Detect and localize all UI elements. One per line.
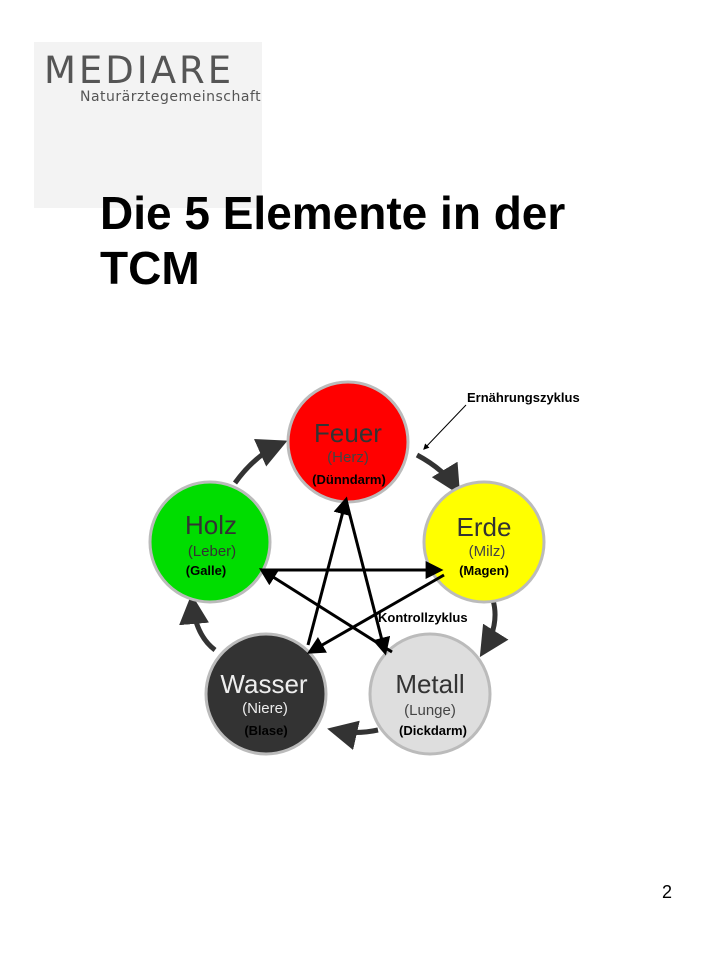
element-organ2-feuer: (Dünndarm) <box>312 472 386 487</box>
element-organ-feuer: (Herz) <box>327 449 369 466</box>
control-arrow-wasser-feuer <box>306 496 352 646</box>
page-number: 2 <box>662 882 673 902</box>
circle-metall <box>368 632 492 756</box>
control-arrow-feuer-metall <box>344 499 391 656</box>
cycle-arrow-holz-feuer <box>232 439 288 485</box>
logo-name: MEDIARE <box>44 49 235 92</box>
element-organ2-erde: (Magen) <box>459 563 509 578</box>
element-organ-metall: (Lunge) <box>404 702 456 719</box>
element-organ-holz: (Leber) <box>188 543 236 560</box>
circle-holz <box>148 480 272 604</box>
logo-background <box>34 42 262 208</box>
nourishing-cycle-pointer <box>423 404 467 450</box>
element-organ-erde: (Milz) <box>469 543 506 560</box>
control-cycle-label: Kontrollzyklus <box>378 610 468 625</box>
nourishing-cycle-label: Ernährungszyklus <box>467 390 580 405</box>
control-cycle-arrows <box>258 496 445 656</box>
control-arrow-erde-wasser <box>306 573 445 654</box>
element-organ-wasser: (Niere) <box>242 700 288 717</box>
element-organ2-holz: (Galle) <box>186 563 226 578</box>
nourishing-cycle-arrows <box>179 439 509 750</box>
element-organ2-wasser: (Blase) <box>244 723 287 738</box>
element-organ2-metall: (Dickdarm) <box>399 723 467 738</box>
element-name-metall: Metall <box>395 669 464 699</box>
cycle-arrow-feuer-erde <box>415 452 461 496</box>
element-name-erde: Erde <box>457 512 512 542</box>
page-title: Die 5 Elemente in der TCM <box>100 187 566 294</box>
logo-subtitle: Naturärztegemeinschaft <box>80 89 262 105</box>
element-name-holz: Holz <box>185 510 237 540</box>
circle-wasser <box>204 632 328 756</box>
element-name-feuer: Feuer <box>314 418 382 448</box>
cycle-arrow-wasser-holz <box>179 594 217 652</box>
control-arrow-metall-holz <box>258 568 393 654</box>
cycle-arrow-erde-metall <box>479 599 509 658</box>
element-name-wasser: Wasser <box>220 669 307 699</box>
cycle-arrow-metall-wasser <box>327 720 379 750</box>
circle-erde <box>422 480 546 604</box>
